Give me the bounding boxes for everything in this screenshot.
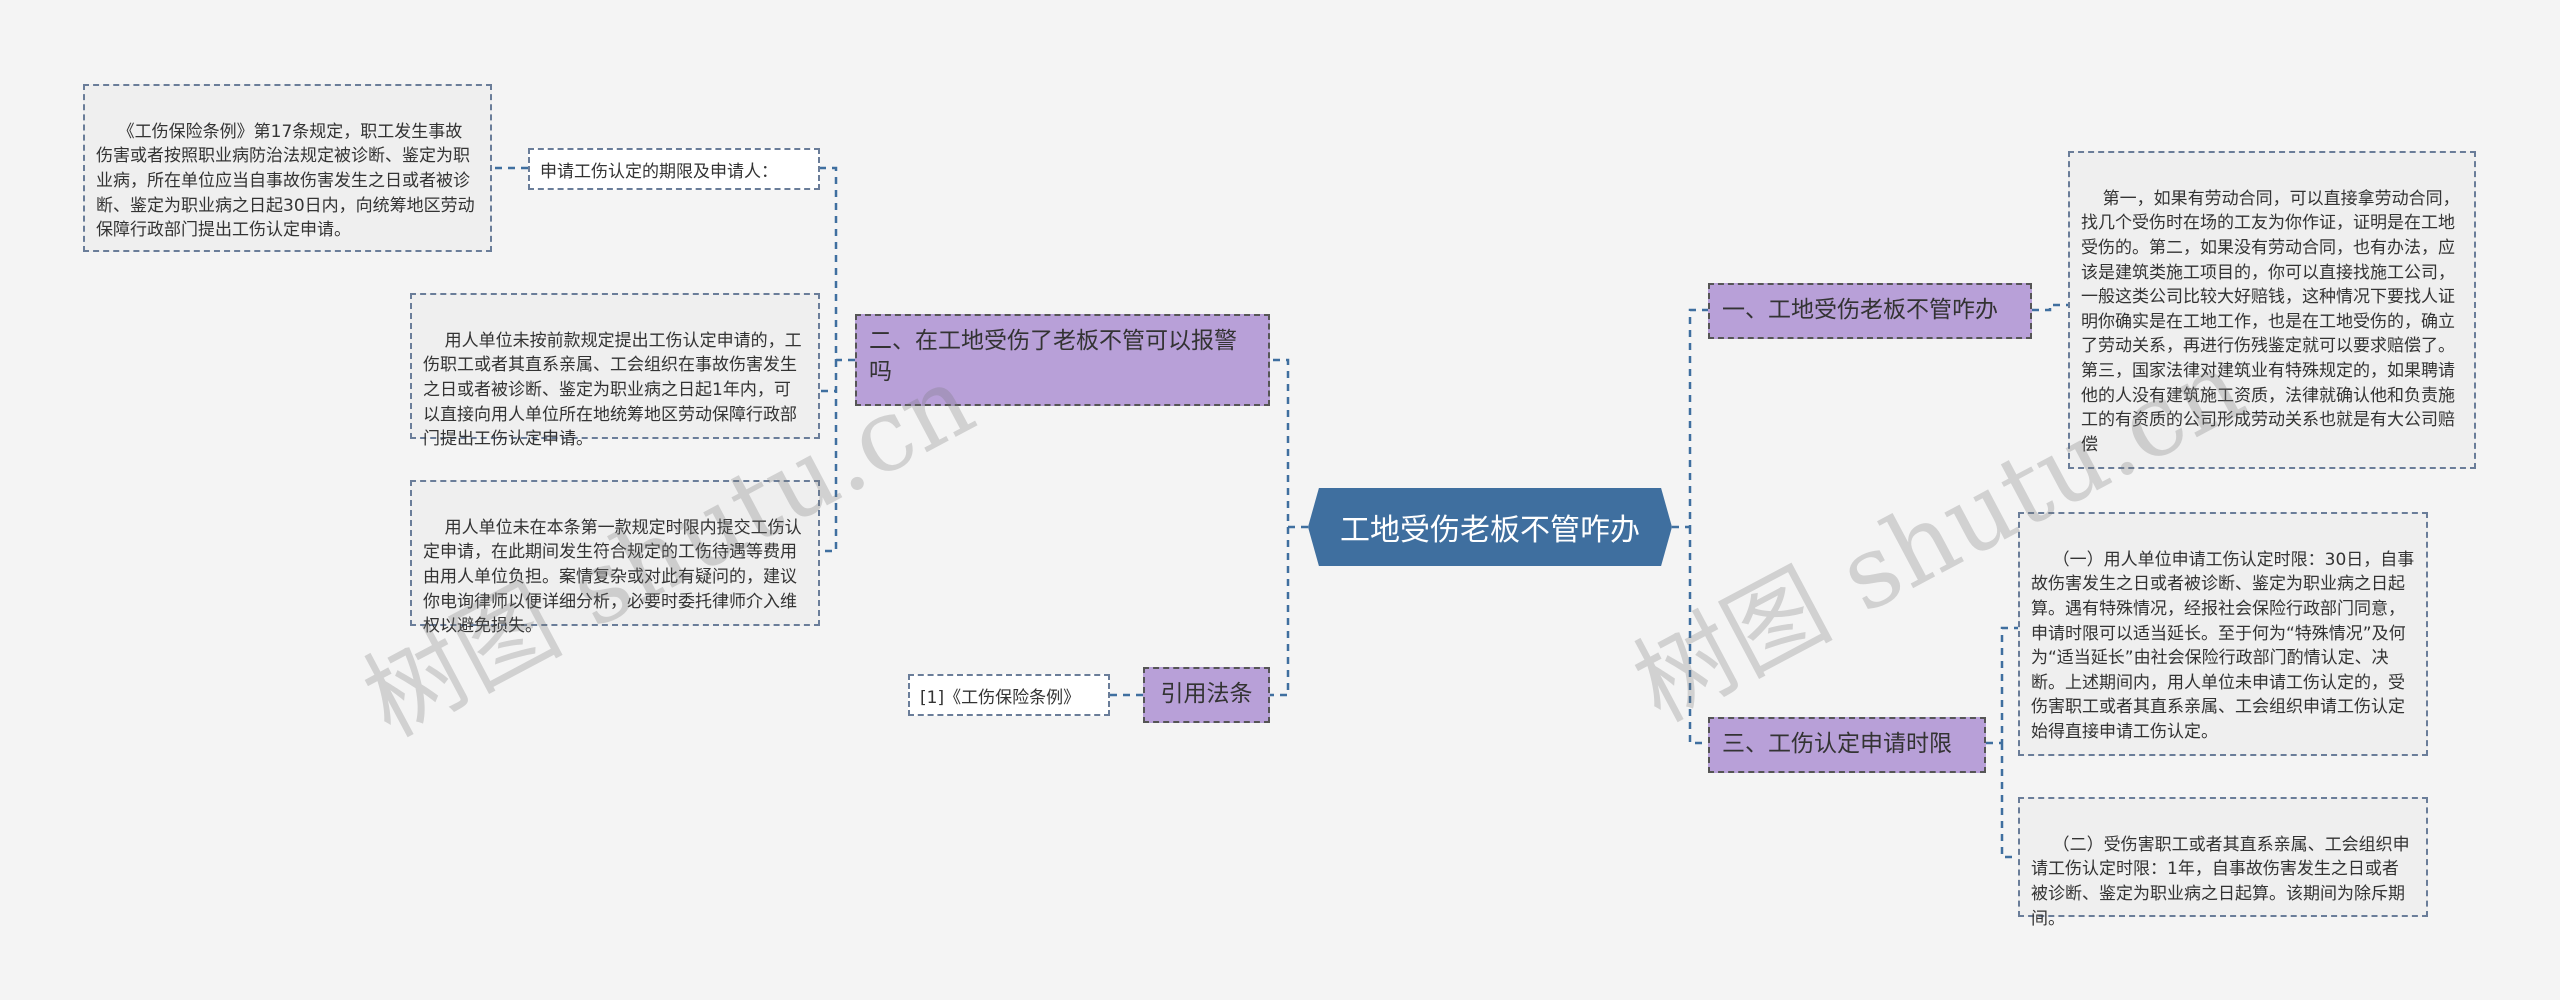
leaf-b2-text-1: 《工伤保险条例》第17条规定，职工发生事故伤害或者按照职业病防治法规定被诊断、鉴…	[83, 84, 492, 252]
leaf-b1-text: 第一，如果有劳动合同，可以直接拿劳动合同，找几个受伤时在场的工友为你作证，证明是…	[2068, 151, 2476, 469]
connector-b2-children	[820, 166, 855, 553]
root-label: 工地受伤老板不管咋办	[1340, 513, 1640, 548]
branch-2-label: 二、在工地受伤了老板不管可以报警吗	[869, 328, 1237, 386]
leaf-b2-text-3: 用人单位未在本条第一款规定时限内提交工伤认定申请，在此期间发生符合规定的工伤待遇…	[410, 480, 820, 636]
branch-4-label: 引用法条	[1160, 681, 1253, 708]
leaf-b4-text: [1]《工伤保险条例》	[908, 674, 1110, 716]
branch-node-4[interactable]: 引用法条	[1143, 667, 1270, 723]
branch-node-1[interactable]: 一、工地受伤老板不管咋办	[1708, 283, 2032, 339]
branch-1-label: 一、工地受伤老板不管咋办	[1722, 297, 1998, 324]
leaf-b3-text-1: （一）用人单位申请工伤认定时限：30日，自事故伤害发生之日或者被诊断、鉴定为职业…	[2018, 512, 2428, 756]
root-node[interactable]: 工地受伤老板不管咋办	[1308, 488, 1672, 566]
leaf-b3-text-2: （二）受伤害职工或者其直系亲属、工会组织申请工伤认定时限：1年，自事故伤害发生之…	[2018, 797, 2428, 929]
connector-root-left	[1270, 358, 1308, 697]
branch-3-label: 三、工伤认定申请时限	[1722, 731, 1952, 758]
connector-root-right	[1672, 308, 1708, 745]
connector-b1-leaf	[2032, 303, 2068, 312]
connector-b3-leaves	[1986, 626, 2018, 859]
branch-node-2[interactable]: 二、在工地受伤了老板不管可以报警吗	[855, 314, 1270, 406]
leaf-b2-label: 申请工伤认定的期限及申请人：	[528, 148, 820, 190]
branch-node-3[interactable]: 三、工伤认定申请时限	[1708, 717, 1986, 773]
leaf-b2-text-2: 用人单位未按前款规定提出工伤认定申请的，工伤职工或者其直系亲属、工会组织在事故伤…	[410, 293, 820, 449]
